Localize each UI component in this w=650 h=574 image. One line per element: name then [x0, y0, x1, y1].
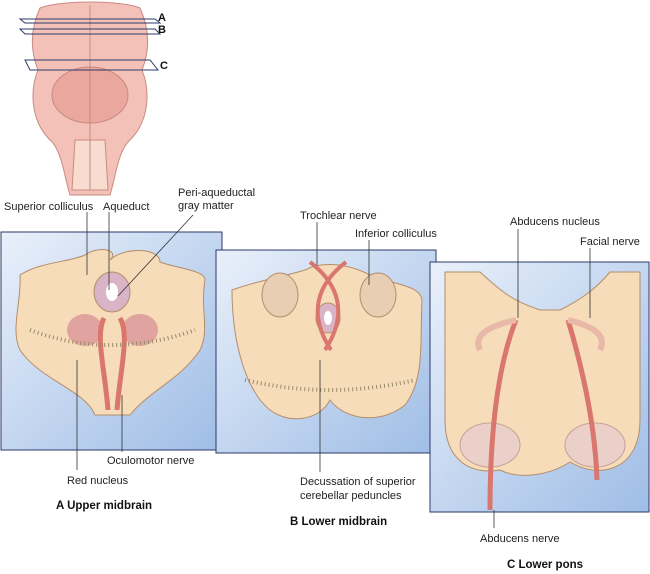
- brainstem-overview: [18, 1, 162, 196]
- leader-lines: [76, 212, 591, 528]
- label-oculomotor-nerve: Oculomotor nerve: [107, 455, 195, 467]
- upper-midbrain-section: [15, 249, 206, 416]
- label-facial-nerve: Facial nerve: [580, 236, 640, 248]
- caption-upper-midbrain: A Upper midbrain: [56, 500, 153, 512]
- level-b-marker: B: [158, 24, 166, 36]
- level-a-marker: A: [158, 12, 166, 24]
- lower-midbrain-section: [231, 260, 423, 420]
- label-inferior-colliculus: Inferior colliculus: [355, 228, 437, 240]
- label-decussation-line1: Decussation of superior: [300, 476, 416, 488]
- label-peri-aqueductal: Peri-aqueductal: [178, 187, 256, 199]
- lower-pons-section: [444, 271, 641, 511]
- label-aqueduct: Aqueduct: [103, 201, 150, 213]
- caption-lower-pons: C Lower pons: [507, 559, 584, 571]
- label-gray-matter: gray matter: [178, 200, 234, 212]
- label-superior-colliculus: Superior colliculus: [4, 201, 94, 213]
- caption-lower-midbrain: B Lower midbrain: [290, 516, 388, 528]
- level-c-marker: C: [160, 60, 168, 72]
- label-trochlear-nerve: Trochlear nerve: [300, 210, 377, 222]
- label-abducens-nucleus: Abducens nucleus: [510, 216, 600, 228]
- label-decussation-line2: cerebellar peduncles: [300, 490, 402, 502]
- label-red-nucleus: Red nucleus: [67, 475, 129, 487]
- label-abducens-nerve: Abducens nerve: [480, 533, 560, 545]
